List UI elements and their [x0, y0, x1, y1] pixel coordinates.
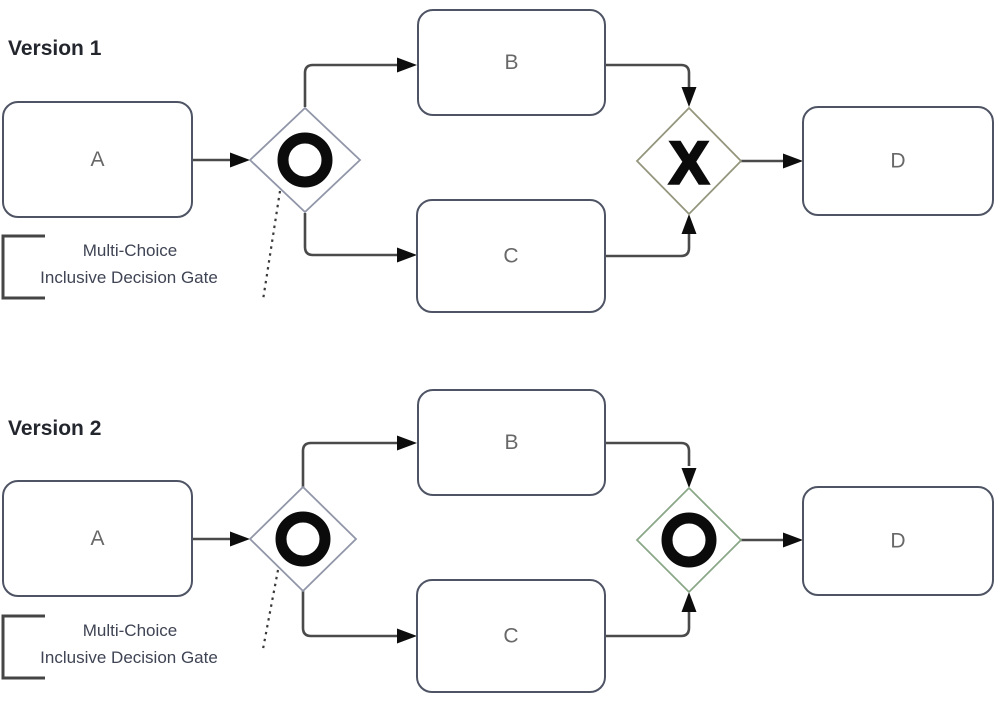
gateway-exclusive-merge — [635, 106, 743, 216]
task-b — [417, 389, 606, 496]
arrowhead-icon — [681, 87, 697, 107]
sequence-flow-c-to-merge — [605, 234, 691, 258]
task-c — [416, 199, 606, 313]
task-d — [802, 486, 994, 596]
annotation-bracket — [1, 234, 45, 300]
annotation-leader-line — [261, 569, 280, 650]
arrowhead-icon — [230, 531, 250, 547]
sequence-flow-split-to-c — [303, 213, 397, 257]
gateway-inclusive-split — [248, 106, 362, 214]
task-label-b: B — [504, 431, 518, 454]
sequence-flow-split-to-b — [303, 63, 397, 107]
task-label-d: D — [890, 530, 905, 553]
inclusive-gateway-circle-icon — [277, 132, 333, 188]
task-a — [2, 480, 193, 597]
task-label-b: B — [504, 51, 518, 74]
annotation-text-line1: Multi-Choice — [83, 621, 177, 640]
arrowhead-icon — [681, 468, 697, 488]
version-title: Version 2 — [8, 417, 101, 440]
sequence-flow-c-to-merge — [605, 612, 691, 638]
version-title: Version 1 — [8, 37, 102, 60]
task-b — [417, 9, 606, 116]
arrowhead-icon — [397, 435, 417, 451]
sequence-flow-b-to-merge — [605, 441, 691, 466]
task-label-c: C — [503, 245, 518, 268]
task-label-d: D — [890, 150, 905, 173]
gateway-inclusive-split — [248, 485, 358, 593]
arrowhead-icon — [783, 532, 803, 548]
task-label-a: A — [90, 527, 104, 550]
gateway-inclusive-merge — [635, 486, 743, 594]
sequence-flow-split-to-b — [301, 441, 397, 488]
arrowhead-icon — [397, 57, 417, 73]
arrowhead-icon — [397, 247, 417, 263]
arrowhead-icon — [230, 152, 250, 168]
annotation-text-line2: Inclusive Decision Gate — [40, 648, 218, 667]
sequence-flow-split-to-c — [301, 591, 397, 638]
annotation-leader-line — [261, 190, 282, 301]
task-c — [416, 579, 606, 693]
task-d — [802, 106, 994, 216]
task-a — [2, 101, 193, 218]
annotation-text-line2: Inclusive Decision Gate — [40, 268, 218, 287]
task-label-a: A — [90, 148, 104, 171]
exclusive-gateway-x-icon: X — [669, 130, 709, 197]
task-label-c: C — [503, 625, 518, 648]
inclusive-gateway-circle-icon — [661, 512, 717, 568]
inclusive-gateway-circle-icon — [275, 511, 331, 567]
arrowhead-icon — [783, 153, 803, 169]
arrowhead-icon — [681, 592, 697, 612]
annotation-text-line1: Multi-Choice — [83, 241, 177, 260]
arrowhead-icon — [681, 214, 697, 234]
annotation-bracket — [1, 614, 45, 680]
arrowhead-icon — [397, 628, 417, 644]
sequence-flow-b-to-merge — [605, 63, 691, 87]
